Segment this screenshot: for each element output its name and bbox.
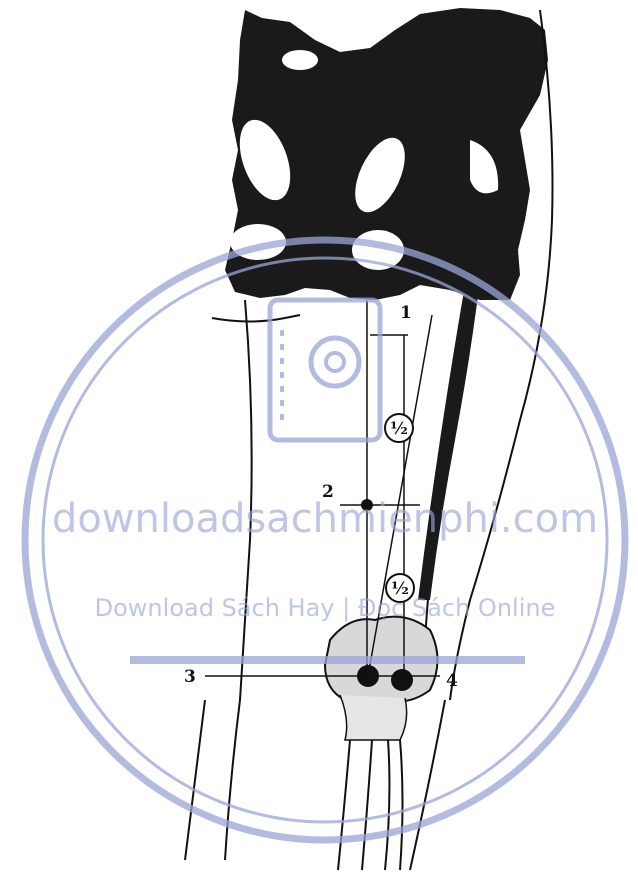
lower-leg-bones <box>338 740 403 870</box>
at-sign-document-icon <box>270 300 380 440</box>
label-point-3: 3 <box>184 667 196 687</box>
watermark-underline <box>130 656 525 664</box>
half-label-upper: ½ <box>390 419 408 439</box>
watermark-site: downloadsachmienphi.com <box>52 496 598 542</box>
half-marker-upper: ½ <box>385 414 413 442</box>
label-point-4: 4 <box>446 671 458 691</box>
watermark-tagline: Download Sách Hay | Đọc Sách Online <box>95 594 556 622</box>
femur-shaft <box>418 280 480 600</box>
label-point-1: 1 <box>400 303 412 323</box>
watermark: downloadsachmienphi.com Download Sách Ha… <box>25 240 625 840</box>
pelvis <box>225 8 548 300</box>
knee-joint <box>325 617 438 740</box>
